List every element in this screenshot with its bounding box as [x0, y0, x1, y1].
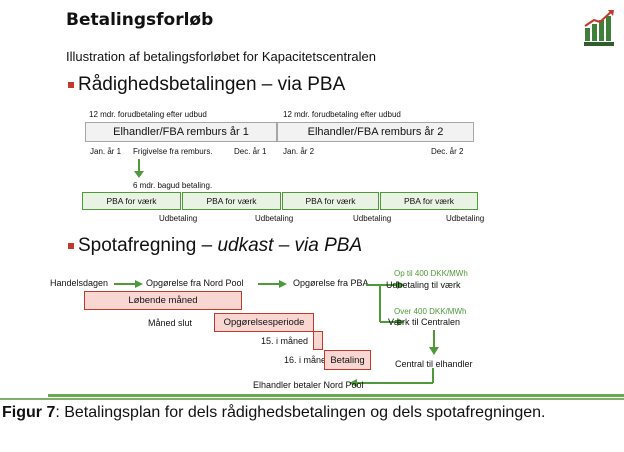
- lobende-maaned-box: Løbende måned: [84, 291, 242, 310]
- label-maaned-slut: Måned slut: [148, 318, 193, 328]
- bar-chart-growth-icon: [582, 8, 616, 48]
- remburs-box-2: Elhandler/FBA remburs år 2: [277, 122, 474, 142]
- remburs-box-1: Elhandler/FBA remburs år 1: [85, 122, 277, 142]
- label-central-elhandler: Central til elhandler: [395, 359, 473, 369]
- label-15-maaned: 15. i måned: [261, 336, 309, 346]
- pba-box-1: PBA for værk: [82, 192, 181, 210]
- label-op-til-400: Op til 400 DKK/MWh: [394, 269, 468, 278]
- figure-caption: Figur 7: Betalingsplan for dels rådighed…: [0, 398, 624, 452]
- tick-jan-1: Jan. år 1: [90, 147, 122, 156]
- section-heading-1: Rådighedsbetalingen – via PBA: [78, 74, 346, 95]
- udbetaling-1: Udbetaling: [159, 214, 198, 223]
- slide-bottom-rule: [48, 394, 624, 397]
- section-heading-2-part-a: Spotafregning –: [78, 235, 218, 256]
- udbetaling-4: Udbetaling: [446, 214, 485, 223]
- tick-frigivelse: Frigivelse fra remburs.: [133, 147, 213, 156]
- label-bagud: 6 mdr. bagud betaling.: [133, 181, 213, 190]
- tick-dec-1: Dec. år 1: [234, 147, 267, 156]
- label-elhandler-betaler: Elhandler betaler Nord Pool: [253, 380, 364, 390]
- branch-arrow-icon: [366, 281, 405, 326]
- label-forudbetaling-2: 12 mdr. forudbetaling efter udbud: [283, 110, 401, 119]
- caption-body: : Betalingsplan for dels rådighedsbetali…: [55, 404, 546, 421]
- day-15-marker: [313, 331, 323, 350]
- tick-jan-2: Jan. år 2: [283, 147, 315, 156]
- section-heading-2: Spotafregning – udkast – via PBA: [78, 235, 362, 257]
- tick-dec-2: Dec. år 2: [431, 147, 464, 156]
- down-arrow-icon: [429, 330, 439, 355]
- bullet-marker: [68, 243, 74, 249]
- label-opg-pba: Opgørelse fra PBA: [293, 278, 369, 288]
- label-udbetaling-vaerk: Udbetaling til værk: [386, 280, 461, 290]
- betaling-box: Betaling: [324, 350, 371, 370]
- label-opg-nordpool: Opgørelse fra Nord Pool: [146, 278, 244, 288]
- label-16-maaned: 16. i måned: [284, 355, 332, 365]
- slide: Betalingsforløb Illustration af betaling…: [48, 0, 624, 398]
- opgoerelsesperiode-box: Opgørelsesperiode: [214, 313, 314, 332]
- label-vaerk-central: Værk til Centralen: [388, 317, 461, 327]
- label-forudbetaling-1: 12 mdr. forudbetaling efter udbud: [89, 110, 207, 119]
- label-over-400: Over 400 DKK/MWh: [394, 307, 467, 316]
- udbetaling-2: Udbetaling: [255, 214, 294, 223]
- right-arrow-icon: [258, 280, 287, 288]
- caption-text: Figur 7: Betalingsplan for dels rådighed…: [2, 402, 622, 423]
- udbetaling-3: Udbetaling: [353, 214, 392, 223]
- pba-box-4: PBA for værk: [380, 192, 478, 210]
- right-arrow-icon: [114, 280, 143, 288]
- caption-label: Figur 7: [2, 404, 56, 421]
- slide-title: Betalingsforløb: [66, 10, 214, 30]
- pba-box-2: PBA for værk: [182, 192, 281, 210]
- bullet-marker: [68, 82, 74, 88]
- caption-divider: [0, 398, 624, 400]
- return-arrow-icon: [349, 368, 434, 387]
- section-heading-2-part-b: udkast – via PBA: [217, 235, 363, 256]
- label-handelsdagen: Handelsdagen: [50, 278, 109, 288]
- slide-subtitle: Illustration af betalingsforløbet for Ka…: [66, 49, 377, 64]
- down-arrow-icon: [134, 159, 144, 178]
- pba-box-3: PBA for værk: [282, 192, 379, 210]
